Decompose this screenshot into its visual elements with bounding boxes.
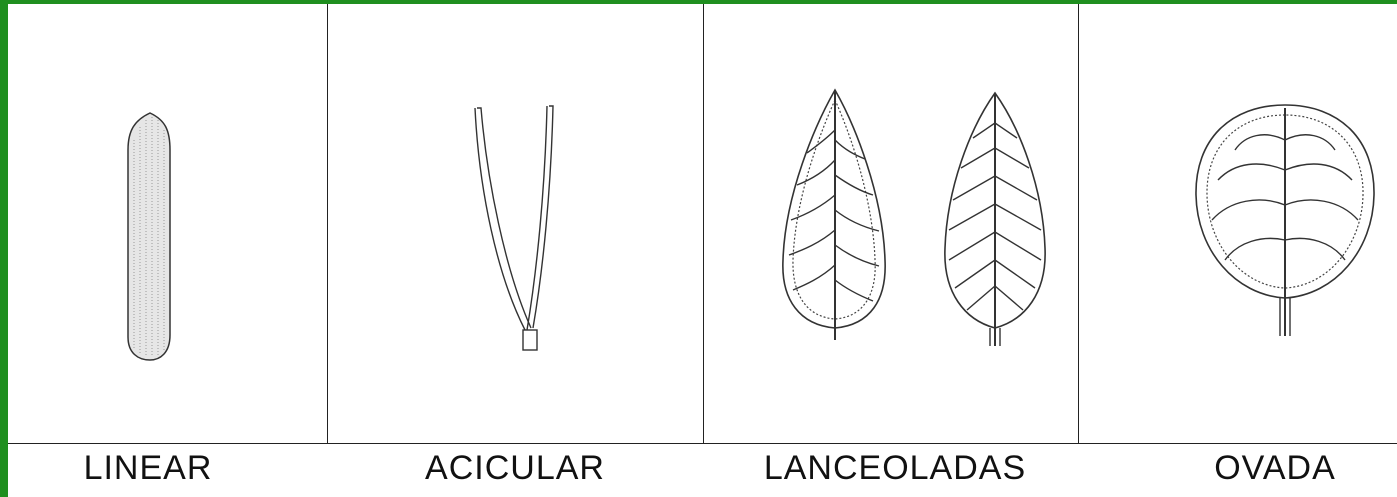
linear-leaf-illustration (110, 105, 190, 370)
label-linear: LINEAR (58, 449, 238, 488)
panel-divider (327, 4, 328, 444)
lanceolada-leaf-illustration (935, 88, 1055, 353)
panel-baseline (8, 443, 1397, 444)
panel-divider (1078, 4, 1079, 444)
ovada-leaf-illustration (1190, 100, 1380, 345)
panel-divider (703, 4, 704, 444)
label-ovada: OVADA (1180, 449, 1370, 488)
label-lanceoladas: LANCEOLADAS (725, 449, 1065, 488)
label-acicular: ACICULAR (395, 449, 635, 488)
lanceolada-leaf-illustration (775, 85, 895, 345)
acicular-leaf-illustration (465, 100, 565, 360)
